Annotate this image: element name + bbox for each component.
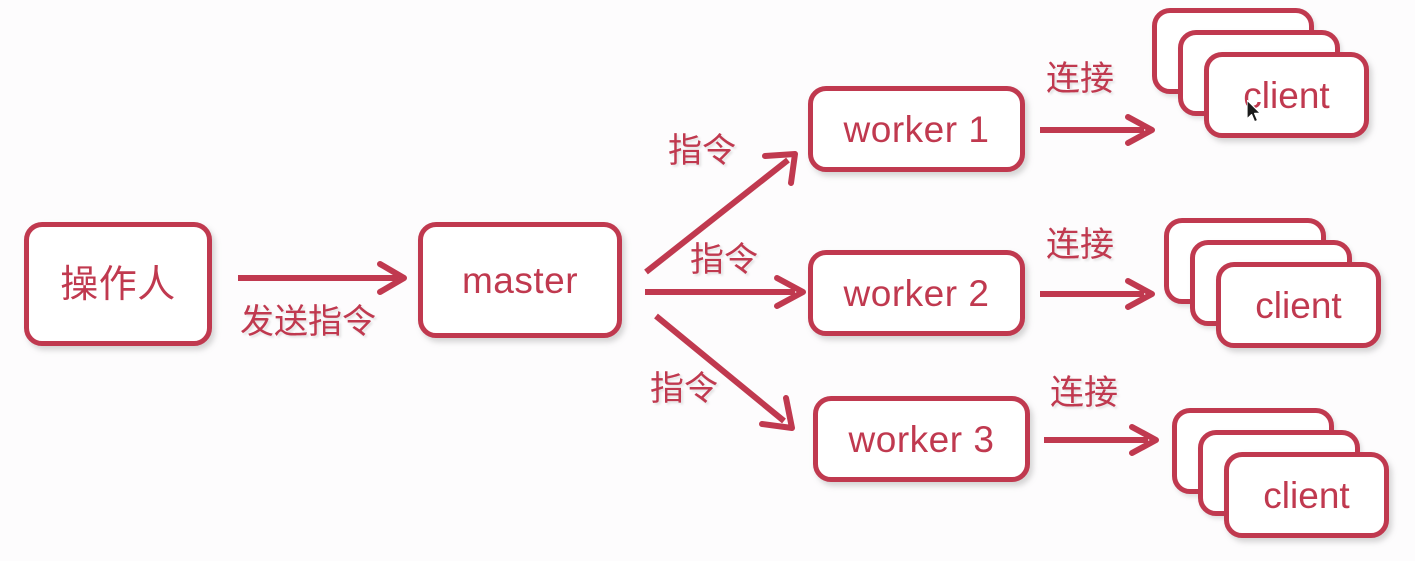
- node-worker-1-label: worker 1: [843, 108, 990, 150]
- edge-label-connect-1: 连接: [1046, 59, 1114, 99]
- node-worker-3-label: worker 3: [848, 418, 995, 460]
- edge-label-command-2: 指令: [690, 240, 758, 280]
- client-card-front[interactable]: client: [1224, 452, 1389, 538]
- client-group-3[interactable]: client: [1172, 408, 1415, 558]
- client-group-3-label: client: [1263, 474, 1350, 516]
- node-worker-2-label: worker 2: [843, 272, 990, 314]
- arrow-worker-3-to-clients: [1044, 424, 1159, 456]
- edge-label-command-1: 指令: [668, 131, 736, 171]
- client-group-1[interactable]: client: [1152, 8, 1402, 158]
- node-operator[interactable]: 操作人: [24, 222, 212, 346]
- arrow-operator-to-master: [238, 261, 407, 295]
- client-group-1-label: client: [1243, 74, 1330, 116]
- edge-label-connect-2: 连接: [1046, 225, 1114, 265]
- edge-label-connect-3: 连接: [1050, 373, 1118, 413]
- client-card-front[interactable]: client: [1204, 52, 1369, 138]
- client-group-2[interactable]: client: [1164, 218, 1414, 368]
- client-group-2-label: client: [1255, 284, 1342, 326]
- node-worker-3[interactable]: worker 3: [813, 396, 1030, 482]
- node-operator-label: 操作人: [60, 262, 176, 306]
- node-master[interactable]: master: [418, 222, 622, 338]
- node-worker-1[interactable]: worker 1: [808, 86, 1025, 172]
- edge-label-send-command: 发送指令: [240, 302, 376, 342]
- node-worker-2[interactable]: worker 2: [808, 250, 1025, 336]
- edge-label-command-3: 指令: [650, 369, 718, 409]
- client-card-front[interactable]: client: [1216, 262, 1381, 348]
- arrow-worker-2-to-clients: [1040, 278, 1155, 310]
- arrow-worker-1-to-clients: [1040, 114, 1155, 146]
- node-master-label: master: [461, 259, 579, 301]
